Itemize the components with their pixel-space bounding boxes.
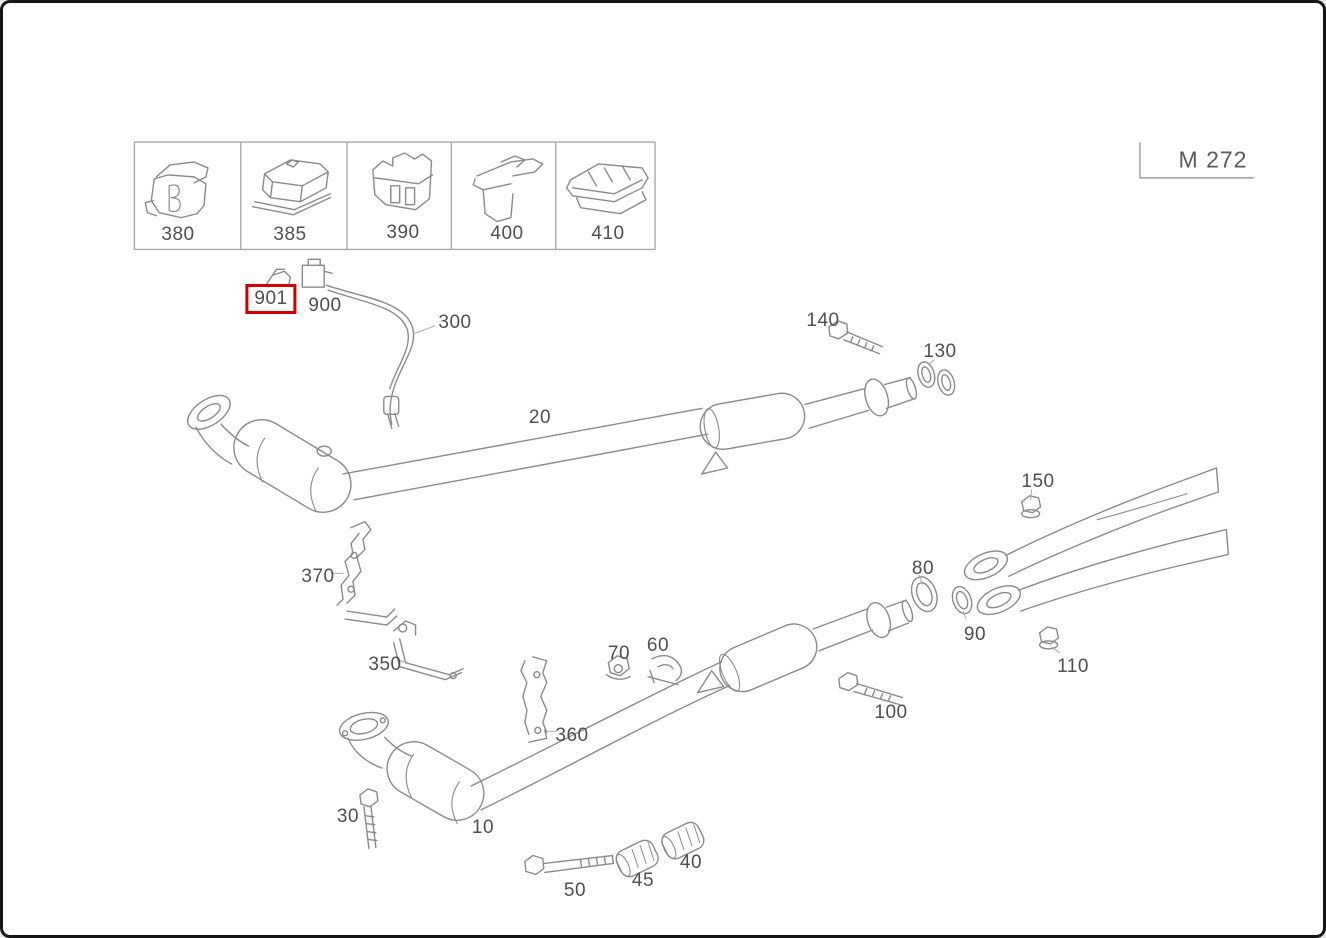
bolt-140-art [828, 320, 884, 355]
exploded-diagram-art [133, 141, 1254, 878]
sensor-connector-900-art [301, 258, 333, 288]
upper-front-pipe-art [187, 394, 709, 513]
bracket-370-art [332, 520, 398, 626]
bolt-50-art [524, 854, 615, 876]
callout-130[interactable]: 130 [923, 341, 957, 362]
callout-150[interactable]: 150 [1021, 471, 1055, 492]
bolt-100-art [838, 671, 904, 706]
clamp-390-icon [372, 152, 434, 211]
bracket-350-art [393, 620, 464, 681]
catalog-label-400[interactable]: 400 [490, 223, 524, 244]
callout-300[interactable]: 300 [438, 312, 472, 333]
clamp-380-icon [144, 161, 209, 219]
callout-10[interactable]: 10 [471, 817, 495, 838]
nut-70-art [605, 655, 631, 680]
bracket-360-art [520, 656, 558, 743]
gasket-90-art [951, 586, 973, 620]
callout-140[interactable]: 140 [806, 310, 840, 331]
callout-70[interactable]: 70 [607, 643, 631, 664]
sleeve-45-art [615, 839, 659, 878]
upper-mid-cat-art [699, 376, 918, 475]
oxygen-sensor-300-art [325, 284, 415, 429]
callout-360[interactable]: 360 [555, 725, 589, 746]
catalog-strip-grid [133, 141, 656, 251]
catalog-label-385[interactable]: 385 [273, 224, 307, 245]
clamp-385-icon [251, 159, 331, 216]
callout-100[interactable]: 100 [874, 702, 908, 723]
catalog-label-390[interactable]: 390 [386, 222, 420, 243]
lower-mid-cat-art [697, 599, 914, 694]
bolt-30-art [359, 788, 379, 850]
callout-20[interactable]: 20 [528, 407, 552, 428]
gaskets-130-art [917, 359, 956, 396]
catalog-label-410[interactable]: 410 [591, 223, 625, 244]
callout-900[interactable]: 900 [308, 295, 342, 316]
callout-40[interactable]: 40 [679, 852, 703, 873]
clamp-410-icon [565, 163, 649, 215]
leader-300 [413, 325, 435, 335]
gasket-80-art [910, 574, 938, 613]
callout-110[interactable]: 110 [1057, 656, 1089, 677]
callout-80[interactable]: 80 [911, 558, 935, 579]
model-code-label: M 272 [1178, 146, 1248, 173]
model-code-box [1139, 142, 1254, 179]
callout-60[interactable]: 60 [646, 635, 670, 656]
callout-45[interactable]: 45 [631, 870, 655, 891]
nut-110-art [1038, 626, 1060, 654]
lower-front-pipe-art [338, 661, 731, 825]
catalog-label-380[interactable]: 380 [161, 224, 195, 245]
rear-y-pipe-art [963, 467, 1230, 616]
clamp-400-icon [472, 155, 544, 223]
clamp-60-art [647, 654, 683, 686]
callout-901-highlighted[interactable]: 901 [245, 284, 297, 314]
callout-90[interactable]: 90 [963, 624, 987, 645]
nut-150-art [1020, 489, 1042, 519]
callout-350[interactable]: 350 [368, 654, 402, 675]
sleeve-40-art [661, 821, 705, 860]
callout-50[interactable]: 50 [563, 880, 587, 901]
callout-370[interactable]: 370 [301, 566, 335, 587]
callout-30[interactable]: 30 [336, 806, 360, 827]
